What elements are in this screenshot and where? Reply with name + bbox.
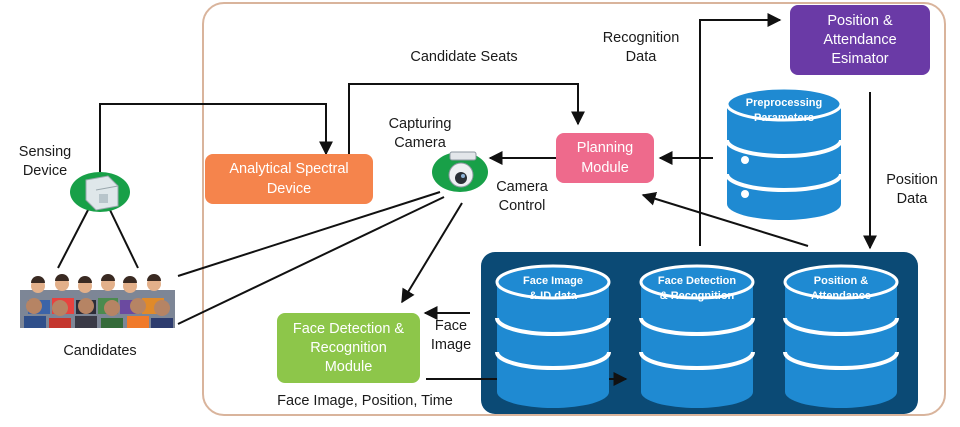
- position-data-label: Position Data: [886, 172, 938, 207]
- planning-module-box: Planning Module: [556, 133, 654, 183]
- attendance-to-planning-arrow: [641, 192, 809, 247]
- position-attendance-database-label: Position & Attendance: [811, 275, 871, 302]
- face-image-database-label: Face Image & ID data: [523, 275, 583, 302]
- recognition-data-arrow: [699, 13, 782, 246]
- candidate-seats-label: Candidate Seats: [410, 49, 518, 65]
- face-detection-database-icon: [639, 264, 755, 408]
- preprocessing-database-icon: [725, 86, 843, 220]
- camera-to-face-module-arrow: [401, 202, 463, 304]
- face-image-label: Face Image: [430, 318, 472, 353]
- face-detection-module-box: Face Detection & Recognition Module: [277, 313, 420, 383]
- camera-to-candidates-line-2: [177, 196, 445, 325]
- system-boundary: [202, 2, 946, 416]
- position-attendance-database-icon: [783, 264, 899, 408]
- preprocessing-database-label: Preprocessing Parameters: [745, 97, 823, 124]
- face-image-position-time-label: Face Image, Position, Time: [277, 393, 453, 409]
- face-detection-database-label: Face Detection & Recognition: [657, 275, 737, 302]
- sensing-to-candidates-line-1: [57, 209, 89, 269]
- face-image-database-icon: [495, 264, 611, 408]
- analytical-spectral-device-box: Analytical Spectral Device: [205, 154, 373, 204]
- candidates-icon: [20, 274, 175, 328]
- camera-to-candidates-line-1: [177, 191, 441, 277]
- camera-control-label: Camera Control: [496, 179, 548, 214]
- sensing-to-analytical-arrow: [99, 103, 333, 172]
- candidates-label: Candidates: [63, 343, 137, 359]
- position-attendance-estimator-box: Position & Attendance Esimator: [790, 5, 930, 75]
- sensing-device-icon: [70, 172, 130, 212]
- candidate-seats-arrow: [348, 83, 585, 154]
- capturing-camera-icon: [432, 151, 488, 192]
- capturing-camera-label: Capturing Camera: [388, 116, 452, 151]
- sensing-device-label: Sensing Device: [18, 144, 72, 179]
- recognition-data-label: Recognition Data: [602, 30, 680, 65]
- sensing-to-candidates-line-2: [109, 209, 139, 269]
